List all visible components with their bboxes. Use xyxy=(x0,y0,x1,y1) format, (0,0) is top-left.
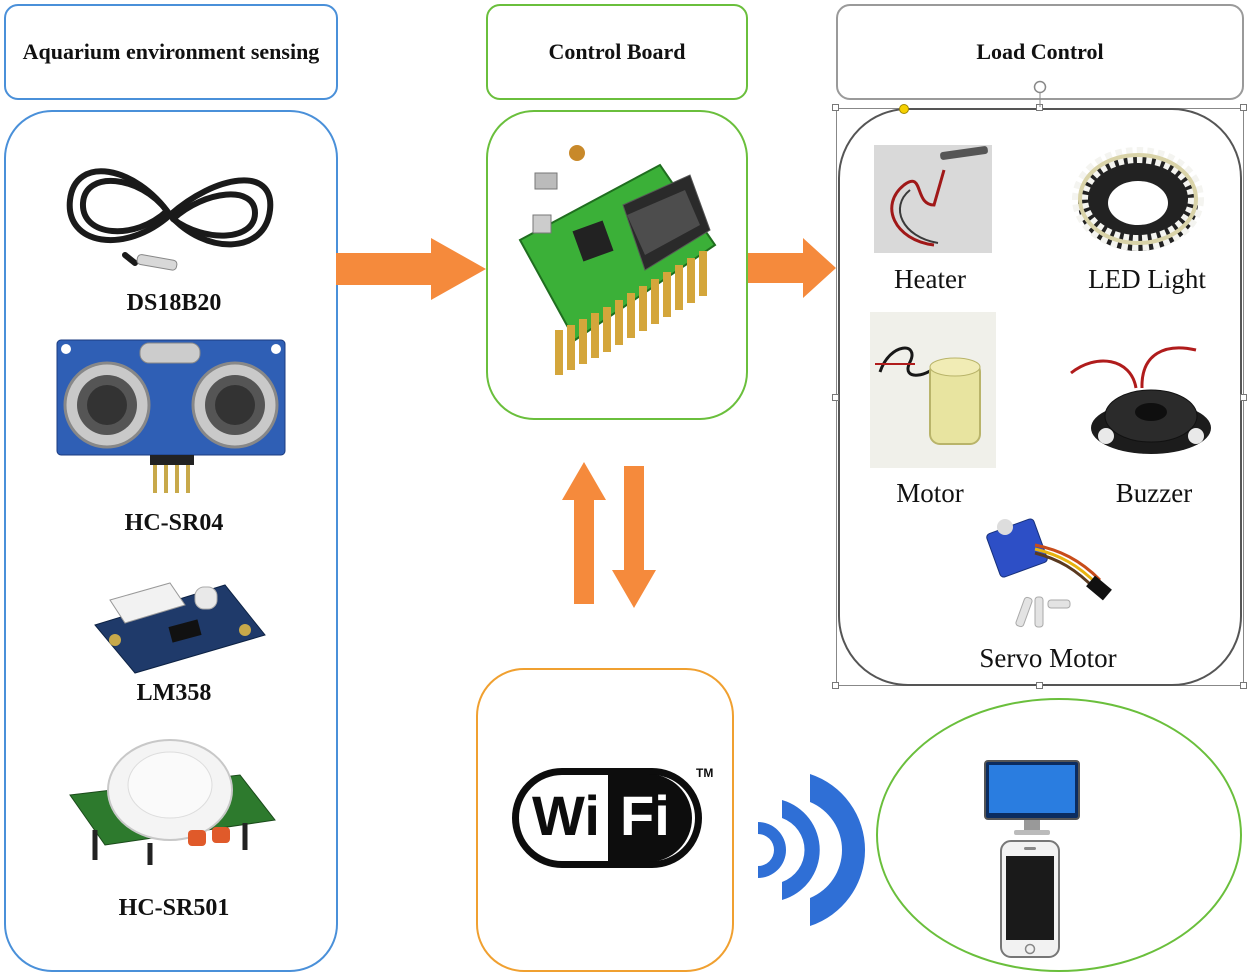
wifi-logo: Wi Fi TM xyxy=(510,766,714,883)
arrow-wifi-to-control xyxy=(562,462,606,604)
servo-motor-image xyxy=(986,518,1112,628)
load-control-header: Load Control xyxy=(836,4,1244,100)
sensor-label-lm358: LM358 xyxy=(136,680,212,706)
control-board-header: Control Board xyxy=(486,4,748,100)
wifi-logo-left: Wi xyxy=(532,784,600,847)
wifi-trademark: TM xyxy=(696,766,714,780)
load-control-header-text: Load Control xyxy=(976,39,1104,64)
heater-image xyxy=(874,145,992,253)
frame-handle-bl[interactable] xyxy=(832,682,839,689)
wireless-signal-icon xyxy=(758,774,866,926)
buzzer-image xyxy=(1070,346,1211,454)
load-label-heater: Heater xyxy=(894,264,966,294)
control-board-header-text: Control Board xyxy=(548,39,686,64)
sensor-label-hc-sr04: HC-SR04 xyxy=(124,510,224,536)
load-label-led-light: LED Light xyxy=(1088,264,1206,294)
load-label-buzzer: Buzzer xyxy=(1115,478,1193,508)
load-label-servo-motor: Servo Motor xyxy=(979,643,1117,673)
arrow-sensing-to-control xyxy=(336,238,486,300)
frame-handle-mr[interactable] xyxy=(1240,394,1247,401)
load-label-motor: Motor xyxy=(896,478,964,508)
rotate-handle-icon[interactable] xyxy=(1032,80,1048,108)
arrow-control-to-load xyxy=(748,238,836,298)
shape-adjust-handle[interactable] xyxy=(899,104,909,114)
monitor-icon xyxy=(984,760,1080,835)
frame-handle-bc[interactable] xyxy=(1036,682,1043,689)
led-light-image xyxy=(1072,147,1204,251)
frame-handle-tr[interactable] xyxy=(1240,104,1247,111)
hc-sr04-image xyxy=(56,339,286,493)
frame-handle-br[interactable] xyxy=(1240,682,1247,689)
arrow-control-to-wifi xyxy=(612,466,656,608)
motor-image xyxy=(870,312,996,468)
sensing-header: Aquarium environment sensing xyxy=(4,4,338,100)
sensor-label-hc-sr501: HC-SR501 xyxy=(118,895,230,921)
sensor-label-ds18b20: DS18B20 xyxy=(126,290,222,316)
wifi-logo-right-box xyxy=(608,774,692,862)
control-board-image xyxy=(518,145,717,375)
hc-sr501-image xyxy=(69,739,276,865)
sensing-header-text: Aquarium environment sensing xyxy=(22,39,320,64)
frame-handle-tl[interactable] xyxy=(832,104,839,111)
devices-panel xyxy=(876,698,1242,972)
wifi-logo-right: Fi xyxy=(620,784,670,847)
frame-handle-ml[interactable] xyxy=(832,394,839,401)
smartphone-icon xyxy=(1000,840,1060,958)
lm358-image xyxy=(94,582,266,674)
ds18b20-image xyxy=(66,168,274,271)
